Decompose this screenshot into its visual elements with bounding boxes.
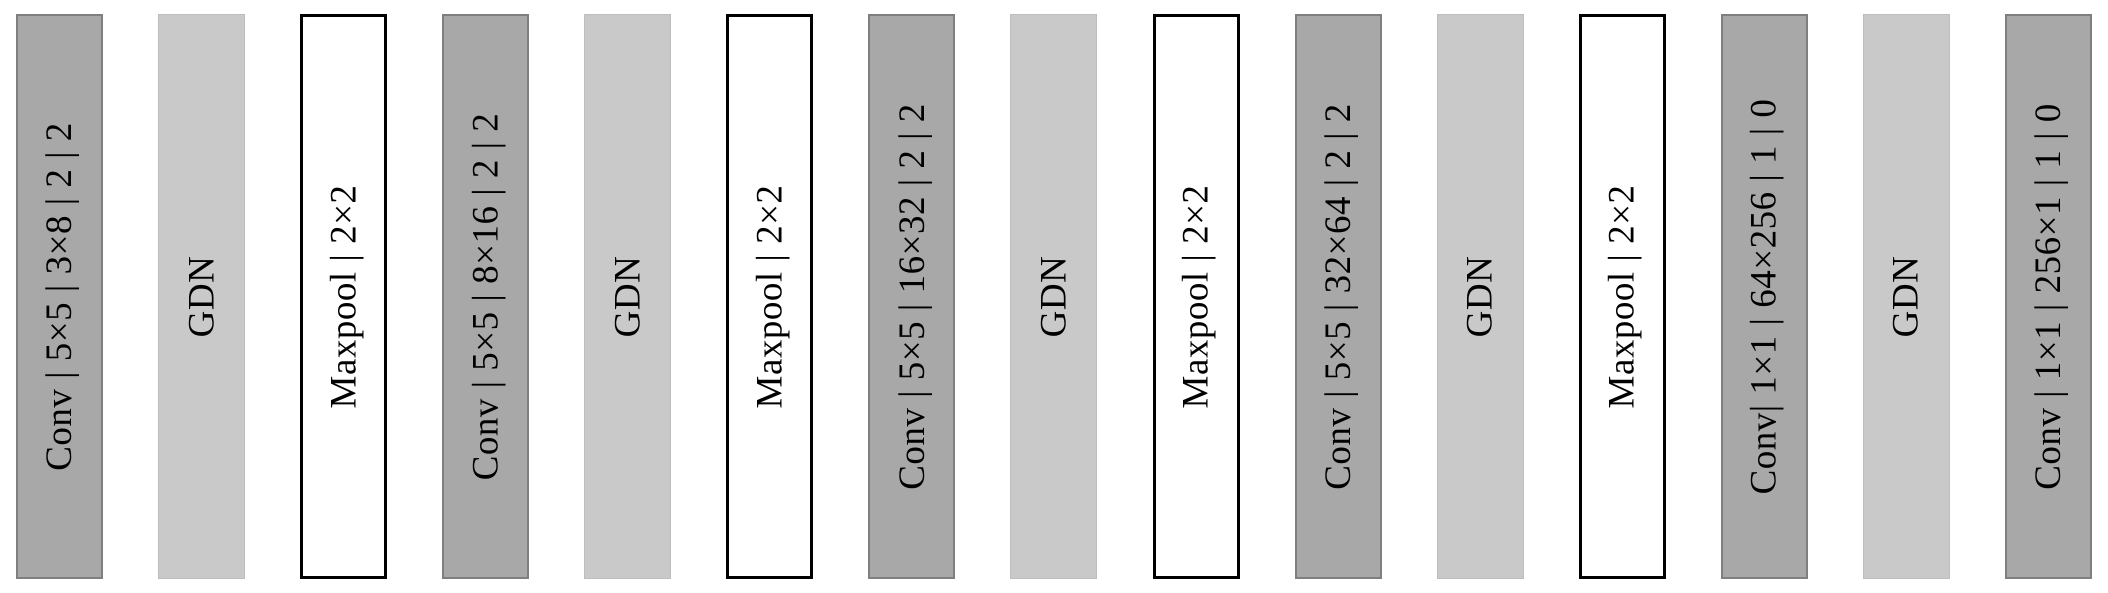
layer-block-gdn-2: GDN [158, 14, 246, 579]
layer-block-maxpool-6: Maxpool | 2×2 [726, 14, 814, 579]
layer-label: Conv| 1×1 | 64×256 | 1 | 0 [1743, 98, 1785, 495]
layer-label: Conv | 5×5 | 32×64 | 2 | 2 [1317, 103, 1359, 490]
layer-block-conv-15: Conv | 1×1 | 256×1 | 1 | 0 [2004, 14, 2092, 579]
layer-label: GDN [1459, 255, 1501, 338]
layer-label: Conv | 1×1 | 256×1 | 1 | 0 [2027, 103, 2069, 490]
layer-block-conv-1: Conv | 5×5 | 3×8 | 2 | 2 [16, 14, 103, 579]
layer-label: GDN [1885, 255, 1927, 338]
layer-label: Maxpool | 2×2 [749, 184, 791, 409]
layer-block-conv-4: Conv | 5×5 | 8×16 | 2 | 2 [442, 14, 530, 579]
layer-label: Conv | 5×5 | 16×32 | 2 | 2 [891, 103, 933, 490]
layer-block-maxpool-12: Maxpool | 2×2 [1578, 14, 1666, 579]
layer-label: Conv | 5×5 | 3×8 | 2 | 2 [39, 122, 81, 471]
layer-label: GDN [1033, 255, 1075, 338]
layer-block-conv-13: Conv| 1×1 | 64×256 | 1 | 0 [1720, 14, 1808, 579]
layer-block-conv-7: Conv | 5×5 | 16×32 | 2 | 2 [868, 14, 956, 579]
layer-block-gdn-14: GDN [1862, 14, 1950, 579]
layer-block-conv-10: Conv | 5×5 | 32×64 | 2 | 2 [1294, 14, 1382, 579]
layer-block-maxpool-3: Maxpool | 2×2 [300, 14, 388, 579]
layer-block-gdn-8: GDN [1010, 14, 1098, 579]
layer-block-gdn-5: GDN [584, 14, 672, 579]
layer-label: Maxpool | 2×2 [1601, 184, 1643, 409]
layer-block-maxpool-9: Maxpool | 2×2 [1152, 14, 1240, 579]
layer-label: Maxpool | 2×2 [1175, 184, 1217, 409]
layer-label: GDN [607, 255, 649, 338]
layer-block-gdn-11: GDN [1436, 14, 1524, 579]
layer-label: Maxpool | 2×2 [323, 184, 365, 409]
layer-label: GDN [181, 255, 223, 338]
layer-label: Conv | 5×5 | 8×16 | 2 | 2 [465, 112, 507, 481]
